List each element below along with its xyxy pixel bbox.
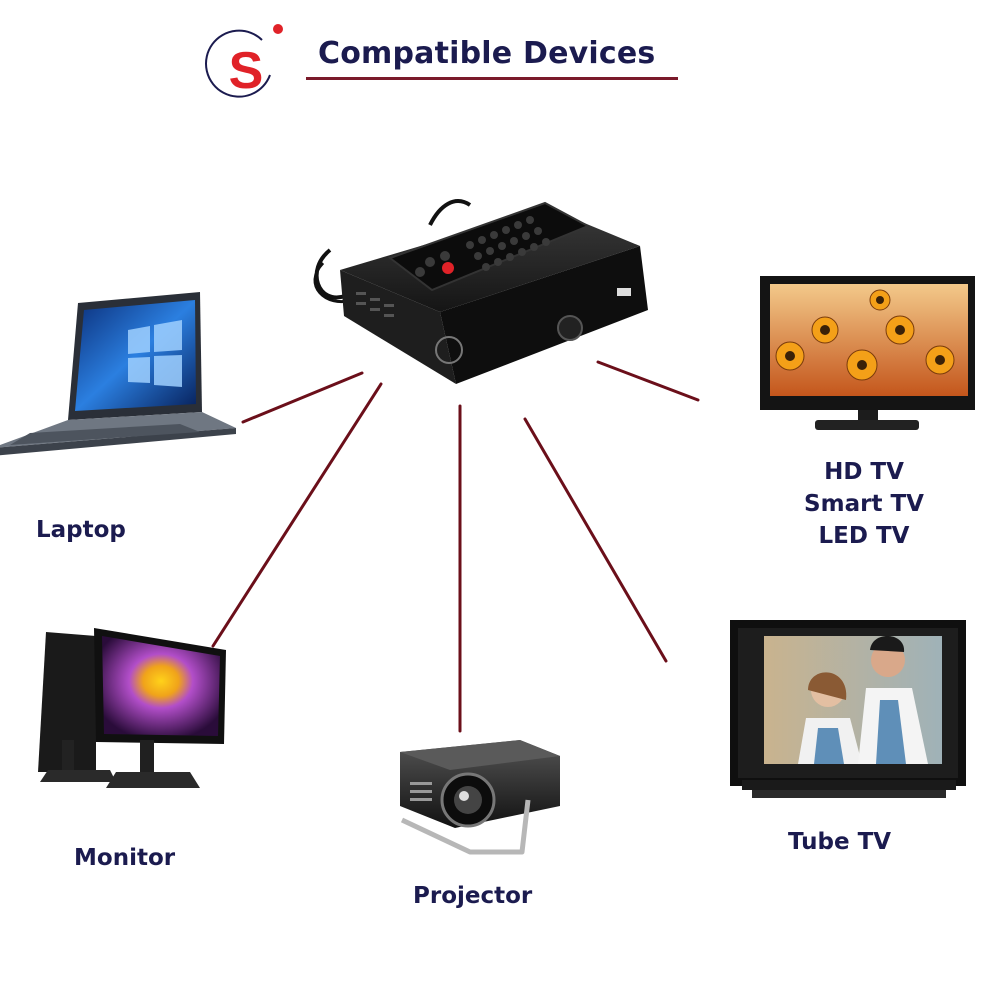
connector-lines (211, 360, 700, 733)
brand-logo: S (205, 24, 283, 100)
page-title: Compatible Devices (318, 36, 656, 71)
projector-icon (400, 740, 560, 855)
tube-tv-icon (730, 620, 966, 798)
laptop-icon (0, 292, 236, 456)
connector-tube-tv (523, 417, 668, 663)
set-top-box (313, 199, 648, 384)
label-tv-group: HD TV Smart TV LED TV (778, 456, 950, 552)
label-smart-tv: Smart TV (804, 491, 924, 517)
monitor-icon (38, 628, 226, 788)
logo-letter: S (229, 42, 264, 100)
connector-laptop (241, 371, 364, 424)
remote-control-icon (387, 201, 591, 292)
connector-monitor (211, 382, 383, 648)
label-tube-tv: Tube TV (788, 829, 892, 855)
label-monitor: Monitor (74, 845, 176, 871)
label-laptop: Laptop (36, 517, 126, 543)
led-tv-icon (760, 276, 975, 430)
label-projector: Projector (413, 883, 533, 909)
connector-tv (596, 360, 700, 402)
label-hd-tv: HD TV (824, 459, 904, 485)
title-underline (306, 77, 678, 80)
label-led-tv: LED TV (818, 523, 910, 549)
